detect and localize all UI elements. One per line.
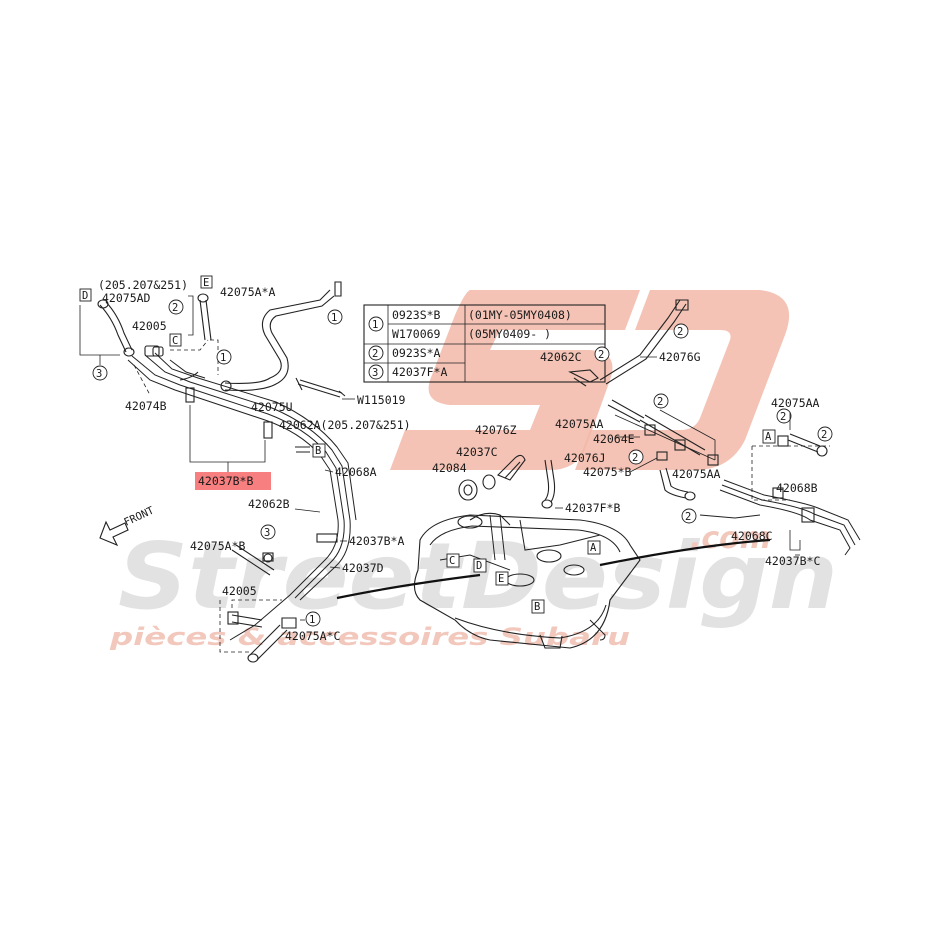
svg-text:C: C (172, 335, 178, 347)
label-42037BxA: 42037B*A (349, 534, 404, 548)
label-42068C: 42068C (731, 529, 773, 543)
label-42075AxA: 42075A*A (220, 285, 275, 299)
right-fuel-lines (699, 433, 861, 556)
legend-part-W170069: W170069 (392, 327, 441, 341)
box-ref-C-top: C (169, 333, 182, 347)
callout-1-lower: 1 (305, 611, 321, 627)
legend-ref-1: 1 (372, 319, 378, 331)
svg-text:2: 2 (632, 452, 638, 464)
svg-text:D: D (82, 290, 88, 302)
svg-text:2: 2 (780, 411, 786, 423)
callout-1-topleft: 1 (216, 349, 232, 365)
callout-2-42062C: 2 (594, 346, 610, 362)
label-42062C: 42062C (540, 350, 582, 364)
center-parts (458, 299, 719, 509)
label-42076J: 42076J (564, 451, 606, 465)
box-ref-D-tank: D (473, 558, 487, 573)
svg-text:1: 1 (220, 352, 226, 364)
legend-part-0923SxB: 0923S*B (392, 308, 441, 322)
box-ref-A-right: A (762, 429, 776, 444)
box-ref-E-tank: E (495, 571, 509, 586)
legend-table: 1 2 3 0923S*B (01MY-05MY0408) W170069 (0… (363, 304, 606, 383)
legend-part-42037FxA: 42037F*A (392, 365, 447, 379)
callout-2-bottom: 2 (681, 508, 697, 524)
svg-text:3: 3 (264, 527, 270, 539)
label-205-251-a: (205.207&251) (98, 278, 188, 292)
svg-text:A: A (590, 542, 597, 554)
label-42075AA-right: 42075AA (771, 396, 820, 410)
label-42076Z: 42076Z (475, 423, 517, 437)
svg-text:1: 1 (331, 312, 337, 324)
label-42075xB: 42075*B (583, 465, 632, 479)
svg-text:E: E (203, 277, 209, 289)
label-42005-top: 42005 (132, 319, 167, 333)
watermark-suffix: .com (690, 521, 771, 556)
callout-2-42064E: 2 (628, 449, 644, 465)
callout-3-topleft: 3 (92, 365, 108, 381)
label-42075AD: 42075AD (102, 291, 151, 305)
svg-text:C: C (449, 555, 455, 567)
svg-text:E: E (498, 573, 504, 585)
callout-2-42075AA: 2 (653, 393, 669, 409)
label-42068A: 42068A (335, 465, 377, 479)
svg-text:B: B (315, 445, 321, 457)
svg-text:3: 3 (96, 368, 102, 380)
label-42037BxB: 42037B*B (198, 474, 253, 488)
label-42068B: 42068B (776, 481, 818, 495)
callout-2-42076G: 2 (673, 323, 689, 339)
left-fuel-lines (79, 281, 357, 663)
watermark-logo (390, 290, 790, 470)
fuel-tank (336, 512, 771, 649)
label-42075AA-left: 42075AA (555, 417, 604, 431)
box-ref-B-left: B (312, 443, 326, 458)
svg-text:A: A (765, 431, 772, 443)
legend-ref-3: 3 (372, 367, 378, 379)
callout-1-top: 1 (327, 309, 343, 325)
svg-text:2: 2 (677, 326, 683, 338)
callout-2-right-b: 2 (817, 426, 833, 442)
label-42076G: 42076G (659, 350, 701, 364)
svg-text:2: 2 (172, 302, 178, 314)
legend-ref-2: 2 (372, 348, 378, 360)
label-42062B: 42062B (248, 497, 290, 511)
box-ref-D: D (79, 288, 92, 302)
svg-text:2: 2 (657, 396, 663, 408)
legend-note-05my: (05MY0409- ) (468, 327, 551, 341)
box-ref-A-tank: A (587, 540, 601, 555)
leader-lines (294, 356, 791, 569)
svg-text:2: 2 (821, 429, 827, 441)
box-ref-E-top: E (200, 275, 213, 289)
label-W115019: W115019 (357, 393, 406, 407)
part-labels: (205.207&251) 42075AD 42075A*A 42005 420… (98, 278, 820, 643)
label-42084: 42084 (432, 461, 467, 475)
callout-circles: 3 2 1 1 3 1 2 2 2 2 2 2 2 (92, 299, 833, 627)
label-42064E: 42064E (593, 432, 635, 446)
svg-text:2: 2 (685, 511, 691, 523)
box-ref-B-tank: B (531, 599, 545, 614)
label-42037BxC: 42037B*C (765, 554, 820, 568)
callout-2-right-a: 2 (776, 408, 792, 424)
label-42075AxC: 42075A*C (285, 629, 340, 643)
svg-text:D: D (476, 560, 482, 572)
callout-3-mid: 3 (260, 524, 276, 540)
svg-text:2: 2 (598, 349, 604, 361)
label-42075AA-mid: 42075AA (672, 467, 721, 481)
box-ref-C-tank: C (446, 553, 460, 568)
box-letter-refs: D E C B A A C D E B (79, 275, 776, 614)
highlight-42037BxB (195, 472, 271, 490)
label-42037FxB: 42037F*B (565, 501, 620, 515)
svg-text:B: B (534, 601, 540, 613)
svg-text:1: 1 (309, 614, 315, 626)
callout-2-topleft: 2 (168, 299, 184, 315)
label-42075AxB: 42075A*B (190, 539, 245, 553)
label-42062A: 42062A(205.207&251) (279, 418, 411, 432)
label-42037C: 42037C (456, 445, 498, 459)
legend-note-01my: (01MY-05MY0408) (468, 308, 572, 322)
label-42075U: 42075U (251, 400, 293, 414)
label-42005-bottom: 42005 (222, 584, 257, 598)
legend-part-0923SxA: 0923S*A (392, 346, 441, 360)
label-42074B: 42074B (125, 399, 167, 413)
label-42037D: 42037D (342, 561, 384, 575)
